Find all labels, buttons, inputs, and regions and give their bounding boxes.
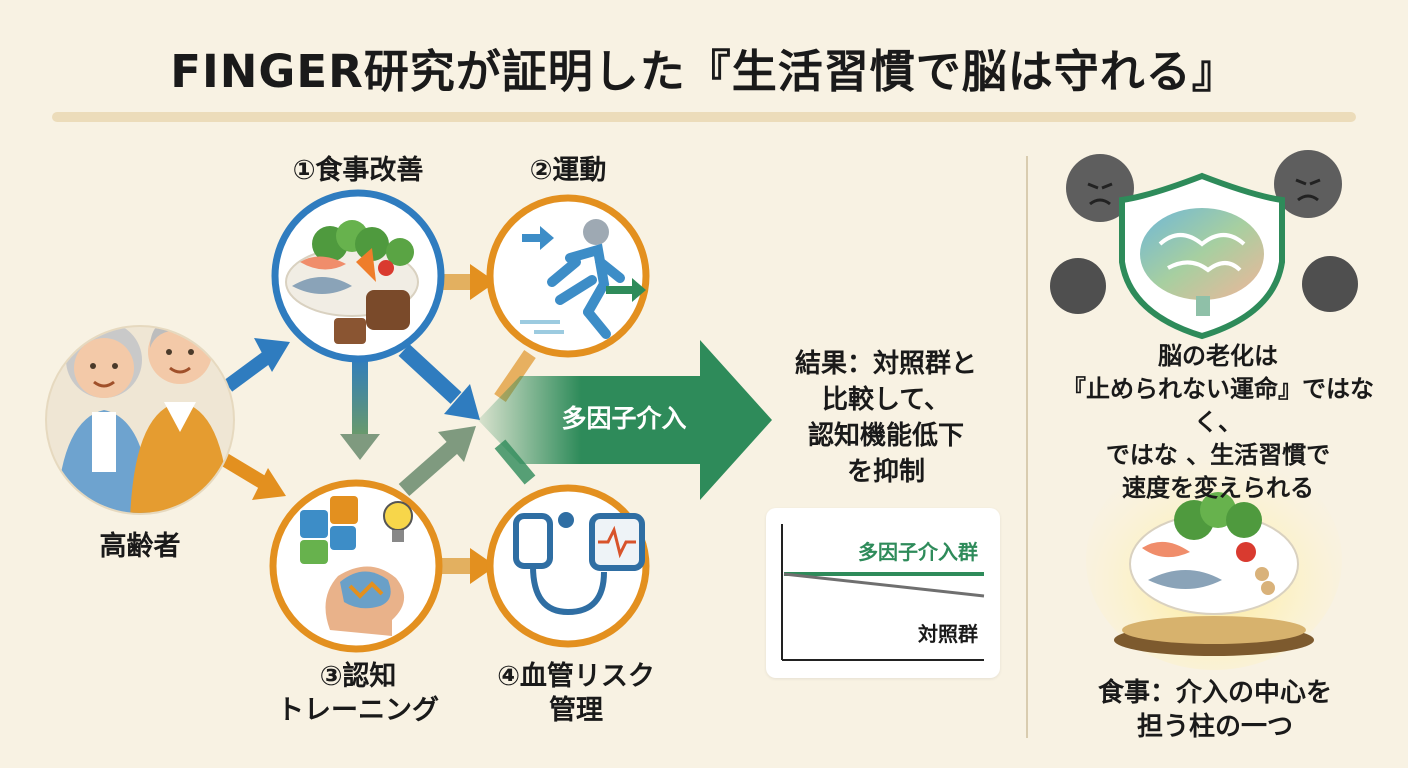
brain-aging-line: 『止められない運命』ではなく、 [1062, 375, 1374, 436]
blood-pressure-monitor-icon [486, 484, 650, 648]
arrow-diet-to-cognitive [340, 356, 380, 460]
page-title: FINGER研究が証明した『生活習慣で脳は守れる』 [170, 45, 1238, 98]
elderly-label: 高齢者 [99, 531, 181, 562]
arrow-elderly-to-cognitive [218, 451, 286, 500]
cognitive-label: ③認知 トレーニング [258, 660, 458, 728]
arrow-diet-to-exercise [438, 264, 496, 300]
food-pillar-line: 食事：介入の中心を [1097, 678, 1332, 708]
arrow-exercise-to-center [494, 350, 536, 402]
brain-aging-text: 脳の老化は 『止められない運命』ではなく、 ではな 、生活習慣で 速度を変えられ… [1040, 340, 1396, 505]
healthy-food-icon [271, 189, 445, 363]
control-group-line [783, 572, 985, 598]
worried-brain-icon [1050, 150, 1358, 314]
arrow-vascular-to-center [494, 439, 536, 485]
control-series-label: 対照群 [918, 622, 978, 646]
result-line: 結果：対照群と [794, 349, 977, 379]
section-divider [1026, 156, 1028, 738]
cognitive-label-line1: ③認知 [319, 661, 397, 692]
result-text: 結果：対照群と 比較して、 認知機能低下 を抑制 [768, 346, 1004, 490]
intervention-arrow [478, 340, 772, 500]
elderly-couple-icon [45, 325, 235, 515]
vascular-label: ④血管リスク 管理 [476, 660, 676, 728]
arrow-cognitive-to-vascular [438, 548, 496, 584]
food-pillar-line: 担う柱の一つ [1136, 712, 1293, 742]
arrow-diet-to-center [398, 344, 480, 420]
puzzle-brain-icon [269, 479, 443, 653]
brain-aging-line: ではな 、生活習慣で [1105, 441, 1331, 469]
diet-label: ①食事改善 [292, 155, 424, 186]
result-line: 比較して、 [822, 385, 950, 415]
brain-aging-line: 速度を変えられる [1122, 474, 1314, 502]
title-underline [52, 112, 1356, 122]
intervention-label: 多因子介入 [561, 404, 687, 433]
arrow-cognitive-to-center [398, 426, 476, 497]
food-pillar-text: 食事：介入の中心を 担う柱の一つ [1060, 676, 1370, 744]
runner-icon [486, 194, 650, 358]
shielded-brain-icon [1119, 172, 1285, 340]
vascular-label-line2: 管理 [549, 695, 603, 726]
cognitive-label-line2: トレーニング [277, 695, 439, 726]
arrow-elderly-to-diet [223, 338, 290, 392]
vascular-label-line1: ④血管リスク [497, 661, 655, 692]
intervention-series-label: 多因子介入群 [858, 540, 978, 564]
result-line: 認知機能低下 [807, 421, 964, 451]
result-line: を抑制 [846, 457, 925, 487]
food-plate-icon [1086, 450, 1342, 670]
exercise-label: ②運動 [529, 155, 607, 186]
brain-aging-line: 脳の老化は [1158, 342, 1278, 370]
